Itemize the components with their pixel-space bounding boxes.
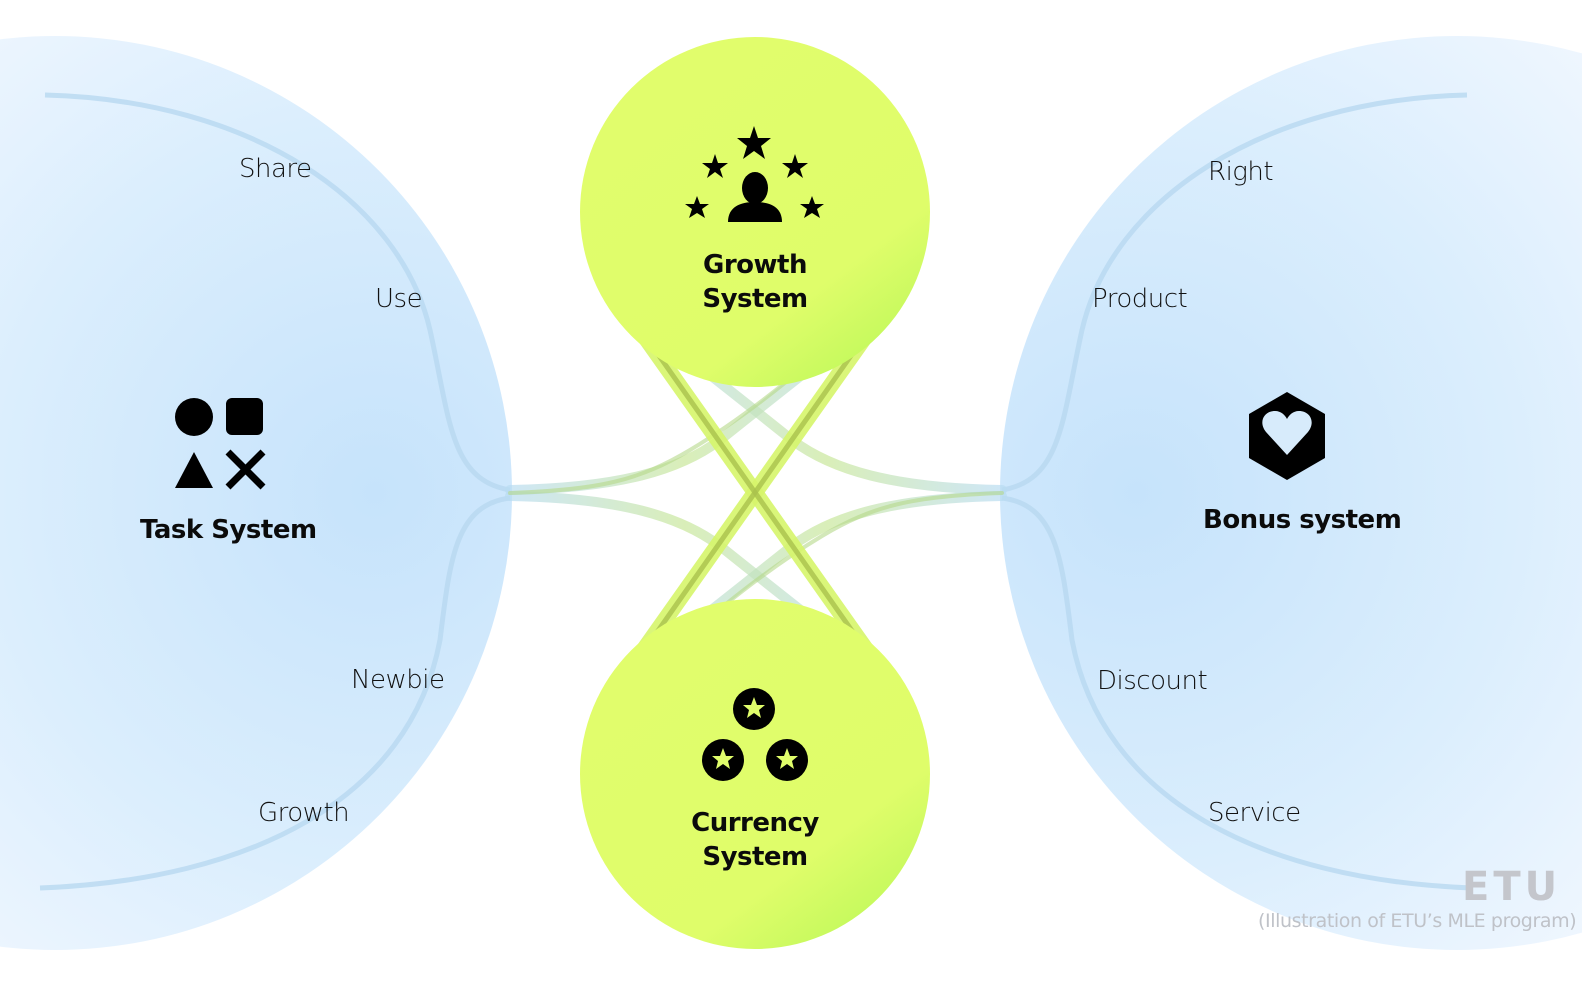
task-label-share: Share — [239, 154, 312, 184]
task-system-track — [39, 92, 511, 891]
bonus-system-title: Bonus system — [1203, 505, 1402, 535]
currency-system-title: Currency System — [655, 806, 855, 874]
hexagon-heart-icon — [1249, 392, 1325, 480]
star-icon — [737, 126, 771, 159]
growth-system-title: Growth System — [655, 248, 855, 316]
task-label-use: Use — [375, 284, 423, 314]
bonus-label-right: Right — [1208, 157, 1274, 187]
star-icon — [702, 154, 728, 178]
bonus-label-discount: Discount — [1097, 666, 1208, 696]
currency-system-title-line1: Currency — [691, 808, 819, 838]
star-coins-icon — [702, 688, 808, 781]
etu-logo: ETU — [1462, 864, 1562, 910]
task-system-node — [0, 36, 512, 950]
shapes-icon — [175, 398, 266, 490]
star-icon — [782, 154, 808, 178]
currency-system-node — [580, 599, 930, 949]
currency-system-title-line2: System — [702, 842, 808, 872]
star-icon — [685, 196, 709, 218]
bonus-system-track — [1001, 92, 1473, 891]
watermark-caption: (Illustration of ETU’s MLE program) — [1258, 910, 1577, 932]
growth-system-title-line2: System — [702, 284, 808, 314]
bonus-label-service: Service — [1208, 798, 1301, 828]
task-label-growth: Growth — [258, 798, 350, 828]
bonus-label-product: Product — [1092, 284, 1188, 314]
person-stars-icon — [685, 126, 824, 222]
task-system-title: Task System — [140, 515, 317, 545]
star-icon — [800, 196, 824, 218]
growth-system-title-line1: Growth — [703, 250, 807, 280]
bonus-system-node — [1000, 36, 1582, 950]
task-label-newbie: Newbie — [351, 665, 445, 695]
